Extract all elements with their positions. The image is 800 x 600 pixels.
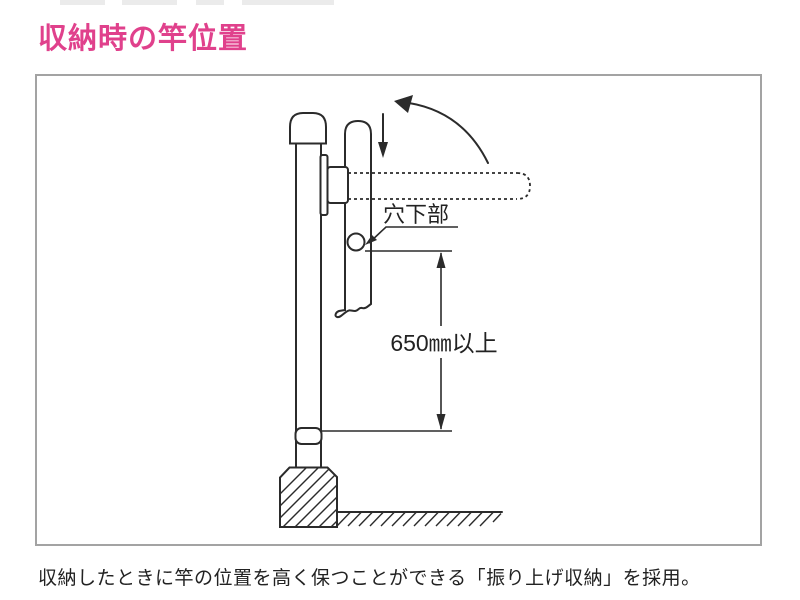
pole — [295, 142, 322, 468]
page-title: 収納時の竿位置 — [38, 23, 249, 55]
stored-pole-dashed-outline — [348, 172, 531, 200]
dimension-label: 650㎜以上 — [390, 330, 497, 356]
base-hatching — [280, 467, 337, 527]
mount-bracket — [319, 154, 349, 216]
bracket-block — [326, 166, 349, 204]
base-mount — [279, 466, 338, 528]
bracket-plate — [319, 154, 329, 216]
hole-leader-arrow — [365, 226, 458, 245]
pole-cap — [289, 112, 327, 145]
down-arrow-icon — [378, 113, 388, 158]
hole-label: 穴下部 — [383, 202, 449, 227]
caption-text: 収納したときに竿の位置を高く保つことができる「振り上げ収納」を採用。 — [38, 568, 701, 589]
swing-up-arrow-icon — [394, 95, 489, 164]
dimension-line — [436, 252, 446, 430]
pole-joint-collar — [294, 427, 323, 445]
ground-hatching — [336, 512, 502, 527]
swing-arm — [334, 119, 372, 319]
diagram-panel — [35, 74, 762, 546]
hole-circle — [346, 232, 366, 252]
